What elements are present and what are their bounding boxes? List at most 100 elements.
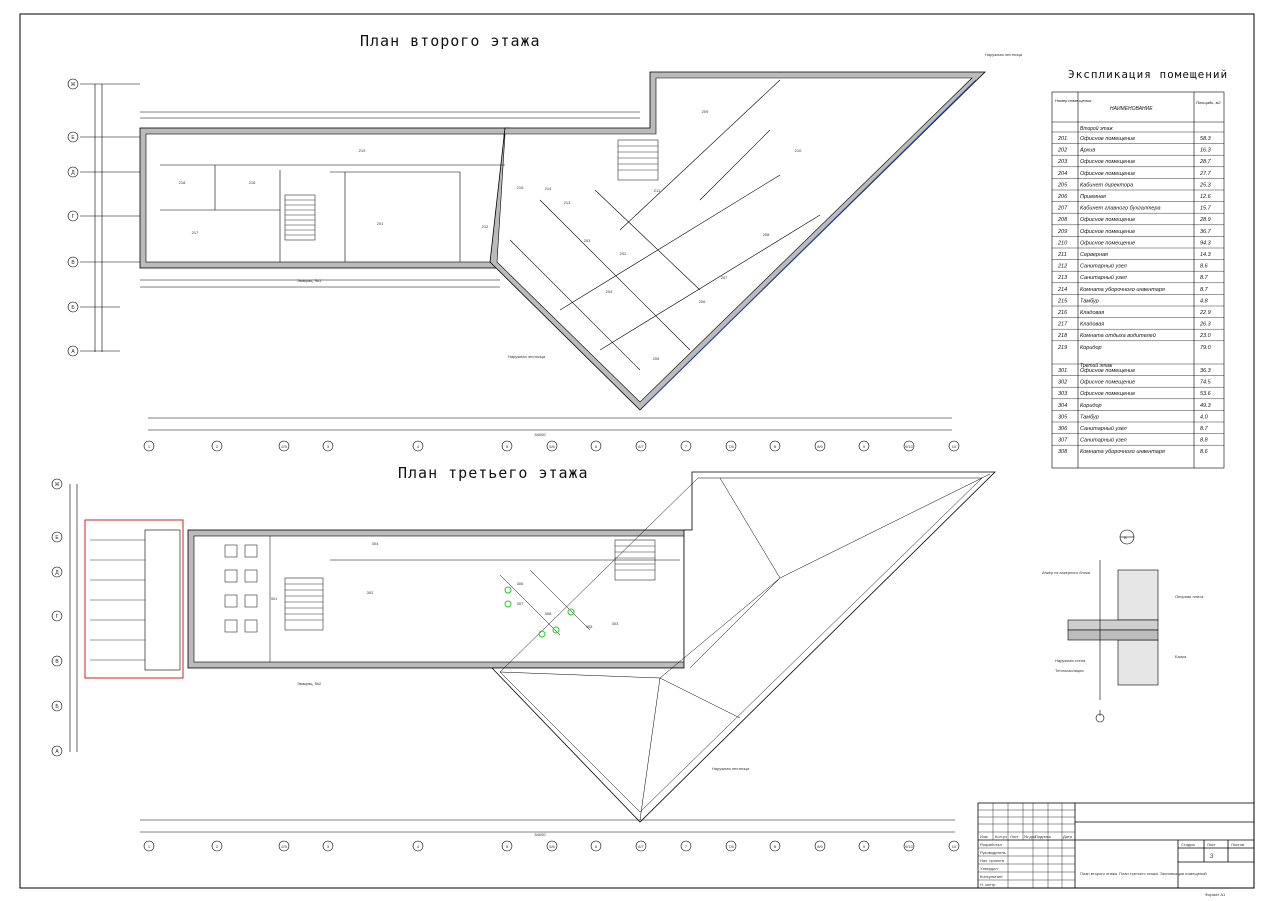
room-label: 216 xyxy=(249,180,256,185)
axis-col-3-6: 5/6 xyxy=(549,844,555,849)
explication-cell-area: 25.3 xyxy=(1199,182,1212,188)
explication-cell-name: Офисное помещение xyxy=(1080,159,1135,165)
room-label: 202 xyxy=(620,251,627,256)
explication-cell-name: Комната отдыха водителей xyxy=(1080,332,1156,339)
axis-col-2-9: 7 xyxy=(685,444,688,449)
axis-col-2-10: 7/8 xyxy=(728,444,734,449)
expl-section-3: Третий этаж xyxy=(1080,362,1113,369)
axis-col-3-13: 9 xyxy=(863,844,866,849)
axis-row-2-2: Д xyxy=(71,170,75,176)
room-label: 211 xyxy=(654,188,661,193)
explication-cell-num: 214 xyxy=(1057,287,1067,293)
explication-cell-name: Санитарный узел xyxy=(1080,274,1127,281)
explication-cell-area: 36.3 xyxy=(1200,368,1212,374)
room-label: 303 xyxy=(612,621,619,626)
explication-cell-num: 218 xyxy=(1057,333,1068,339)
explication-cell-area: 4.8 xyxy=(1200,298,1209,304)
tb-role-4: Консультант xyxy=(980,874,1003,879)
stair-label-2: Эвакуац. №2 xyxy=(297,681,322,686)
room-label: 219 xyxy=(359,148,366,153)
explication-cell-area: 27.7 xyxy=(1199,171,1212,177)
tb-sheet-num: 3 xyxy=(1210,854,1214,860)
axis-col-2-3: 3 xyxy=(327,444,330,449)
parapet-label-top: Наружная лестница xyxy=(985,52,1023,57)
detail-note-1: Анкер из анкерного блока xyxy=(1042,570,1091,575)
axis-row-3-5: Б xyxy=(55,704,59,710)
explication-cell-name: Офисное помещение xyxy=(1080,217,1135,223)
explication-cell-area: 58.3 xyxy=(1200,136,1212,142)
axis-col-2-6: 5/6 xyxy=(549,444,555,449)
explication-title: Экспликация помещений xyxy=(1068,68,1228,81)
axis-col-2-12: 8/9 xyxy=(817,444,823,449)
axis-col-2-14: 9/10 xyxy=(905,444,914,449)
explication-cell-num: 212 xyxy=(1057,264,1067,270)
detail-section xyxy=(1067,529,1159,723)
explication-cell-area: 22.9 xyxy=(1199,310,1211,316)
third-floor-row-axes xyxy=(51,478,78,757)
tb-stage: Стадия xyxy=(1181,842,1195,847)
room-label: 305 xyxy=(586,624,593,629)
explication-cell-name: Комната уборочного инвентаря xyxy=(1080,449,1165,455)
room-label: 212 xyxy=(482,224,489,229)
explication-cell-area: 8.7 xyxy=(1200,275,1209,281)
explication-cell-name: Санитарный узел xyxy=(1080,425,1127,432)
room-label: 307 xyxy=(517,601,524,606)
explication-cell-name: Офисное помещение xyxy=(1080,391,1135,397)
tb-h1: Кол.уч xyxy=(995,834,1007,839)
explication-cell-num: 217 xyxy=(1057,322,1068,328)
second-floor-title: План второго этажа xyxy=(360,32,541,50)
explication-cell-area: 8.8 xyxy=(1200,438,1209,444)
axis-row-3-3: Г xyxy=(56,614,59,620)
explication-cell-num: 208 xyxy=(1057,217,1068,223)
explication-cell-num: 307 xyxy=(1058,438,1068,444)
room-label: 217 xyxy=(192,230,199,235)
explication-cell-num: 210 xyxy=(1057,240,1068,246)
explication-cell-name: Серверная xyxy=(1080,252,1108,258)
second-floor-col-axes xyxy=(143,417,960,452)
axis-row-3-0: Ж xyxy=(55,482,60,488)
room-label: 203 xyxy=(584,238,591,243)
room-label: 306 xyxy=(517,581,524,586)
explication-cell-name: Кладовая xyxy=(1080,310,1104,316)
axis-row-2-1: Е xyxy=(71,135,75,141)
explication-cell-area: 49.3 xyxy=(1200,403,1212,409)
axis-col-3-15: 10 xyxy=(952,844,957,849)
room-label: 304 xyxy=(372,541,379,546)
explication-cell-area: 28.9 xyxy=(1199,217,1211,223)
axis-row-2-3: Г xyxy=(72,214,75,220)
room-label: 213 xyxy=(564,200,571,205)
second-floor-plan xyxy=(139,71,986,411)
room-label: 308 xyxy=(545,611,552,616)
room-label: 301 xyxy=(271,596,278,601)
third-floor-plan xyxy=(84,471,996,833)
tb-h4: Подпись xyxy=(1035,834,1051,839)
explication-cell-num: 216 xyxy=(1057,310,1068,316)
explication-cell-num: 205 xyxy=(1057,182,1068,188)
explication-cell-num: 201 xyxy=(1057,136,1067,142)
roof-note: Наружная лестница xyxy=(712,766,750,771)
axis-row-3-6: А xyxy=(55,749,59,755)
explication-cell-num: 303 xyxy=(1058,391,1068,397)
explication-cell-area: 74.5 xyxy=(1200,380,1212,386)
tb-role-3: Утвердил xyxy=(980,866,998,871)
explication-cell-area: 79.0 xyxy=(1200,345,1212,351)
tb-h0: Изм. xyxy=(980,834,989,839)
explication-cell-name: Санитарный узел xyxy=(1080,437,1127,444)
room-label: 210 xyxy=(795,148,802,153)
room-label: 206 xyxy=(699,299,706,304)
explication-cell-name: Офисное помещение xyxy=(1080,136,1135,142)
explication-cell-name: Коридор xyxy=(1080,403,1102,409)
detail-note-3: Балка xyxy=(1175,654,1187,659)
axis-col-3-12: 8/9 xyxy=(817,844,823,849)
explication-cell-area: 36.7 xyxy=(1200,229,1212,235)
total-dim-second: 54000 xyxy=(534,432,546,437)
explication-table xyxy=(1051,91,1225,469)
axis-row-2-5: Б xyxy=(71,305,75,311)
explication-cell-num: 209 xyxy=(1057,229,1067,235)
room-label: 207 xyxy=(721,275,728,280)
expl-section-2: Второй этаж xyxy=(1080,125,1113,132)
explication-cell-name: Санитарный узел xyxy=(1080,263,1127,270)
axis-col-2-2: 2/3 xyxy=(281,444,287,449)
sanitary-fixtures xyxy=(504,586,575,638)
